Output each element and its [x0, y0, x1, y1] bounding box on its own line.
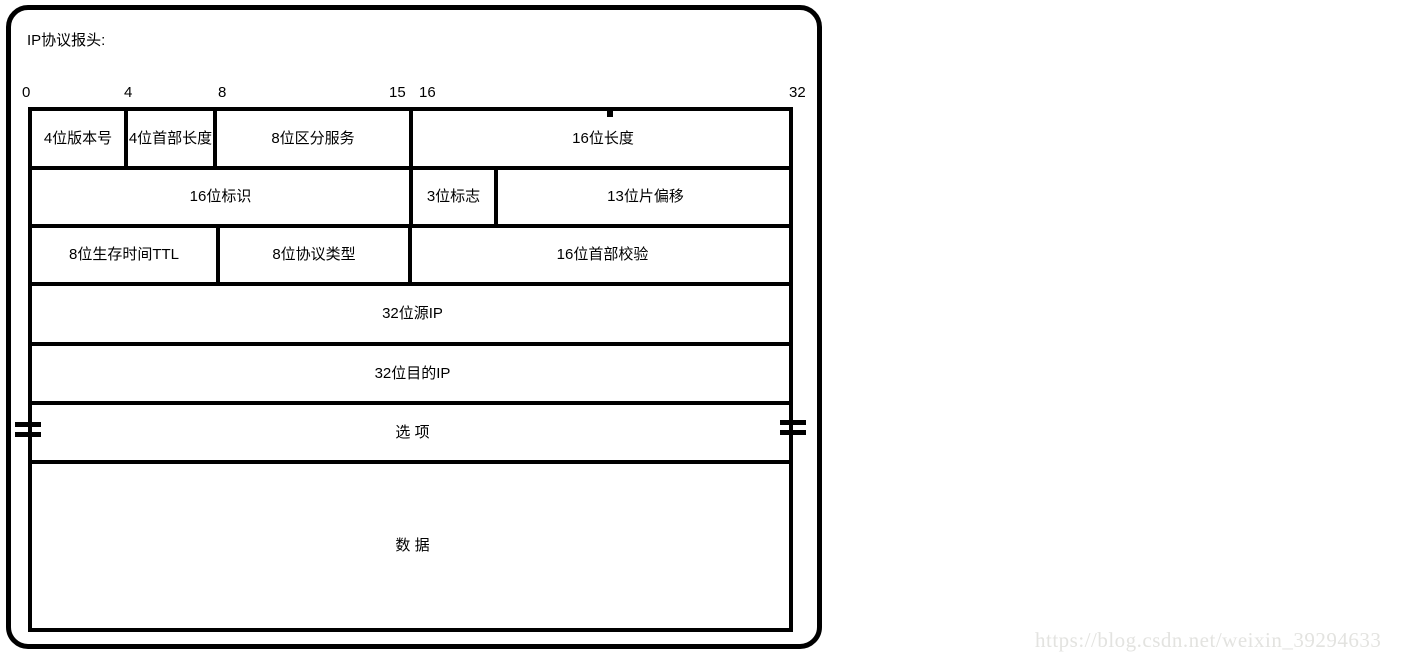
ip-header-packet-table: 4位版本号 4位首部长度 8位区分服务 16位长度 16位标识 3位标志 13位片偏移 8位生… [28, 107, 793, 632]
break-mark-right-icon [780, 417, 806, 439]
row-ttl: 8位生存时间TTL 8位协议类型 16位首部校验 [28, 224, 793, 282]
field-dest-ip-label: 32位目的IP [374, 364, 451, 382]
break-dash [780, 420, 806, 425]
bit-16-tick-icon [607, 110, 613, 117]
field-header-length: 4位首部长度 [128, 111, 217, 166]
field-source-ip: 32位源IP [32, 286, 793, 342]
field-header-checksum-label: 16位首部校验 [556, 246, 649, 263]
field-flags: 3位标志 [413, 170, 498, 224]
field-header-length-label: 4位首部长度 [128, 129, 213, 147]
field-protocol-label: 8位协议类型 [272, 246, 356, 263]
field-ttl: 8位生存时间TTL [32, 228, 220, 282]
field-data-label: 数 据 [395, 537, 430, 554]
bit-ruler-tick-15: 15 [389, 84, 406, 101]
field-source-ip-label: 32位源IP [382, 305, 443, 322]
break-dash [15, 422, 41, 427]
row-dest-ip: 32位目的IP [28, 342, 793, 401]
field-flags-label: 3位标志 [426, 188, 481, 205]
field-identification: 16位标识 [32, 170, 413, 224]
bit-ruler-tick-8: 8 [218, 84, 227, 101]
field-version: 4位版本号 [32, 111, 128, 166]
diagram-caption: IP协议报头: [27, 32, 106, 49]
field-ttl-label: 8位生存时间TTL [68, 246, 179, 263]
field-tos: 8位区分服务 [217, 111, 413, 166]
field-options: 选 项 [32, 405, 793, 460]
field-tos-label: 8位区分服务 [271, 129, 355, 147]
field-data: 数 据 [32, 464, 793, 628]
field-total-length-label: 16位长度 [572, 129, 634, 147]
break-mark-left-icon [15, 419, 41, 441]
bit-ruler-tick-32: 32 [789, 84, 806, 101]
field-protocol: 8位协议类型 [220, 228, 412, 282]
break-dash [15, 432, 41, 437]
watermark-url: https://blog.csdn.net/weixin_39294633 [1035, 628, 1382, 652]
field-identification-label: 16位标识 [189, 188, 252, 205]
row-options: 选 项 [28, 401, 793, 460]
row-source-ip: 32位源IP [28, 282, 793, 342]
bit-ruler-tick-16: 16 [419, 84, 436, 101]
bit-ruler: 0 4 8 15 16 32 [0, 84, 830, 106]
field-version-label: 4位版本号 [43, 129, 113, 147]
field-frag-offset-label: 13位片偏移 [607, 188, 684, 205]
diagram-outer-frame [6, 5, 822, 649]
row-identification: 16位标识 3位标志 13位片偏移 [28, 166, 793, 224]
field-total-length: 16位长度 [413, 111, 793, 166]
bit-ruler-tick-4: 4 [124, 84, 133, 101]
field-header-checksum: 16位首部校验 [412, 228, 793, 282]
field-dest-ip: 32位目的IP [32, 346, 793, 401]
row-data: 数 据 [28, 460, 793, 632]
bit-ruler-tick-0: 0 [22, 84, 31, 101]
row-version: 4位版本号 4位首部长度 8位区分服务 16位长度 [28, 107, 793, 166]
break-dash [780, 430, 806, 435]
field-frag-offset: 13位片偏移 [498, 170, 793, 224]
field-options-label: 选 项 [395, 423, 430, 441]
